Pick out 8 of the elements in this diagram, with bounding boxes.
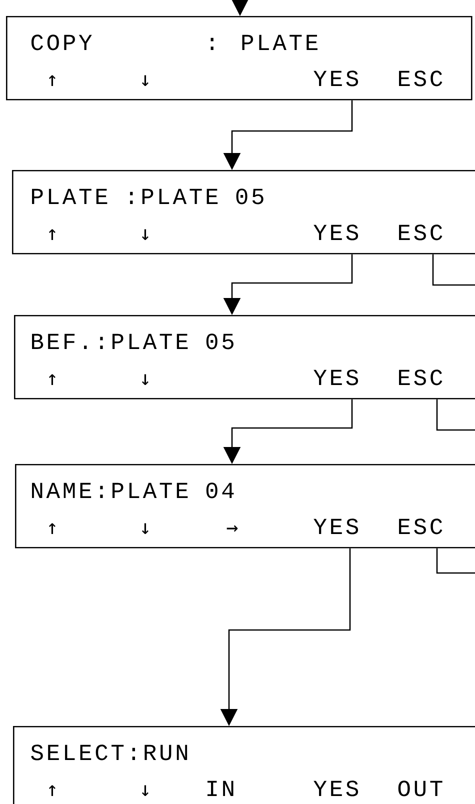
connector bbox=[436, 548, 475, 574]
display-screen: NAME:PLATE 04 ↑ ↓ → YES ESC bbox=[15, 464, 475, 548]
display-screen: COPY : PLATE ↑ ↓ YES ESC bbox=[6, 16, 472, 100]
connector bbox=[432, 254, 475, 286]
connector bbox=[436, 399, 475, 431]
display-screen: PLATE :PLATE 05 ↑ ↓ YES ESC bbox=[12, 170, 475, 254]
display-screen: BEF.:PLATE 05 ↑ ↓ YES ESC bbox=[14, 315, 475, 400]
display-screen: SELECT:RUN ↑ ↓ IN YES OUT bbox=[13, 726, 475, 804]
